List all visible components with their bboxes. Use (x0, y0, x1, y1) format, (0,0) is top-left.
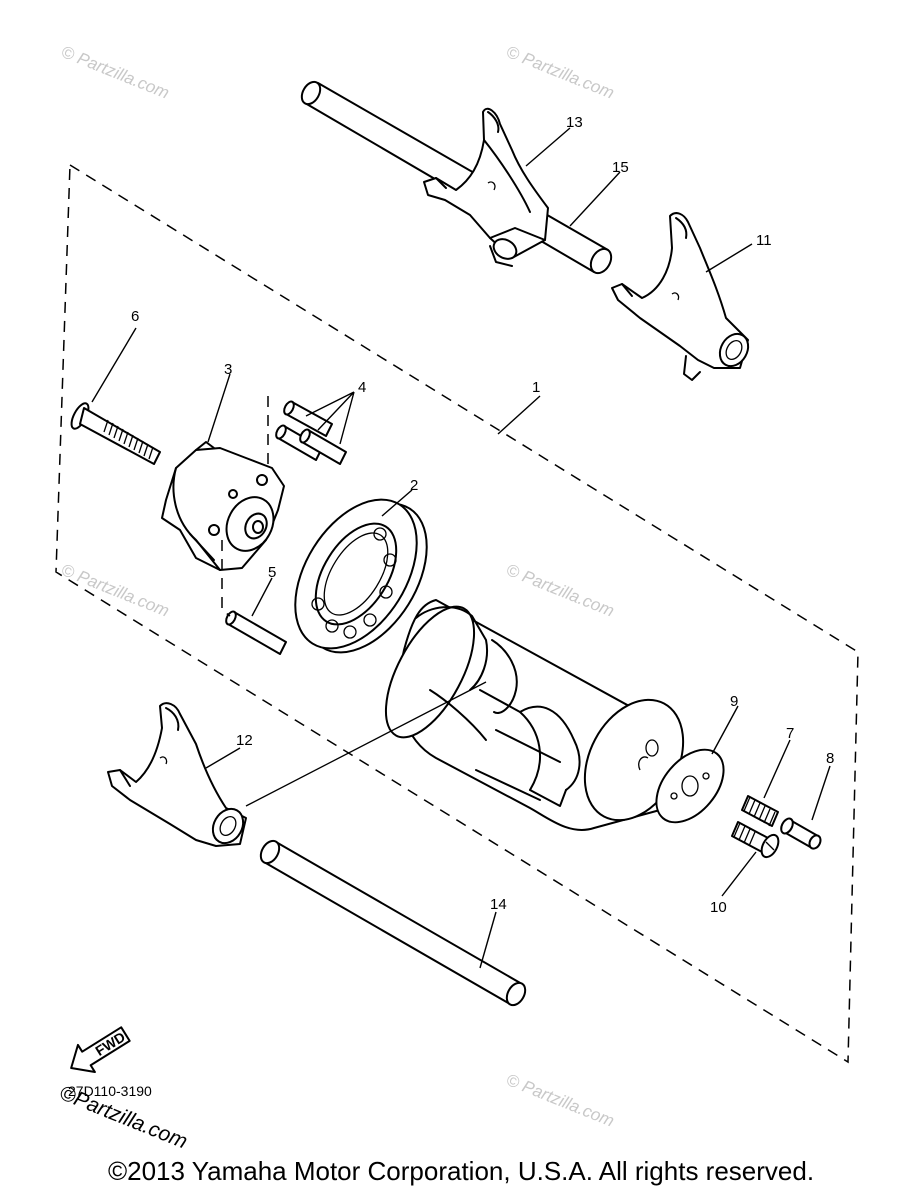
callout-10: 10 (710, 899, 727, 916)
part-5-pin (225, 610, 287, 655)
copyright-notice: ©2013 Yamaha Motor Corporation, U.S.A. A… (107, 1156, 815, 1186)
callout-14: 14 (490, 896, 507, 913)
part-8-pin (780, 817, 822, 850)
callout-8: 8 (826, 750, 834, 767)
svg-text:© Partzilla.com: © Partzilla.com (504, 1070, 617, 1131)
watermark-text: Partzilla.com (520, 567, 617, 621)
part-2-bearing (294, 498, 428, 654)
callouts: 1 2 3 4 5 6 7 8 9 10 11 12 13 15 14 (131, 114, 834, 916)
watermark-text: Partzilla.com (520, 49, 617, 103)
part-14-shaft (259, 839, 527, 1007)
part-12-shift-fork (107, 702, 247, 847)
callout-9: 9 (730, 693, 738, 710)
part-13-shift-fork (423, 107, 549, 267)
callout-3: 3 (224, 361, 232, 378)
part-9-plate (655, 748, 725, 824)
watermark-text: Partzilla.com (75, 567, 172, 621)
svg-text:© Partzilla.com: © Partzilla.com (504, 42, 617, 103)
watermark-symbol: © (504, 42, 523, 64)
callout-7: 7 (786, 725, 794, 742)
part-3-segment (161, 441, 285, 571)
svg-text:© Partzilla.com: © Partzilla.com (59, 42, 172, 103)
part-7-spring (741, 795, 779, 827)
watermark-symbol: © (504, 1070, 523, 1092)
assembly-outline (55, 163, 859, 1064)
fwd-arrow-icon: FWD (70, 1026, 131, 1074)
callout-13: 13 (566, 114, 583, 131)
callout-4: 4 (358, 379, 366, 396)
part-15-shaft (300, 80, 613, 275)
watermark-text: Partzilla.com (75, 49, 172, 103)
callout-14-15: 15 (612, 159, 629, 176)
svg-text:© Partzilla.com: © Partzilla.com (59, 560, 172, 621)
callout-11: 11 (756, 232, 772, 249)
watermark-text: Partzilla.com (520, 1077, 617, 1131)
callout-6: 6 (131, 308, 139, 325)
callout-5: 5 (268, 564, 276, 581)
part-4-pins (275, 400, 347, 465)
guide-lines (221, 396, 487, 807)
callout-2: 2 (410, 477, 418, 494)
callout-1: 1 (532, 379, 540, 396)
svg-text:© Partzilla.com: © Partzilla.com (504, 560, 617, 621)
part-10-screw (731, 821, 780, 859)
callout-12: 12 (236, 732, 253, 749)
watermark-symbol: © (504, 560, 523, 582)
watermark-symbol: © (59, 560, 78, 582)
shift-drum (384, 599, 685, 831)
leader-lines (91, 127, 831, 969)
part-11-shift-fork (611, 212, 750, 381)
watermark-symbol: © (59, 42, 78, 64)
part-6-screw (70, 402, 161, 465)
part-code: 27D110-3190 (68, 1083, 152, 1099)
